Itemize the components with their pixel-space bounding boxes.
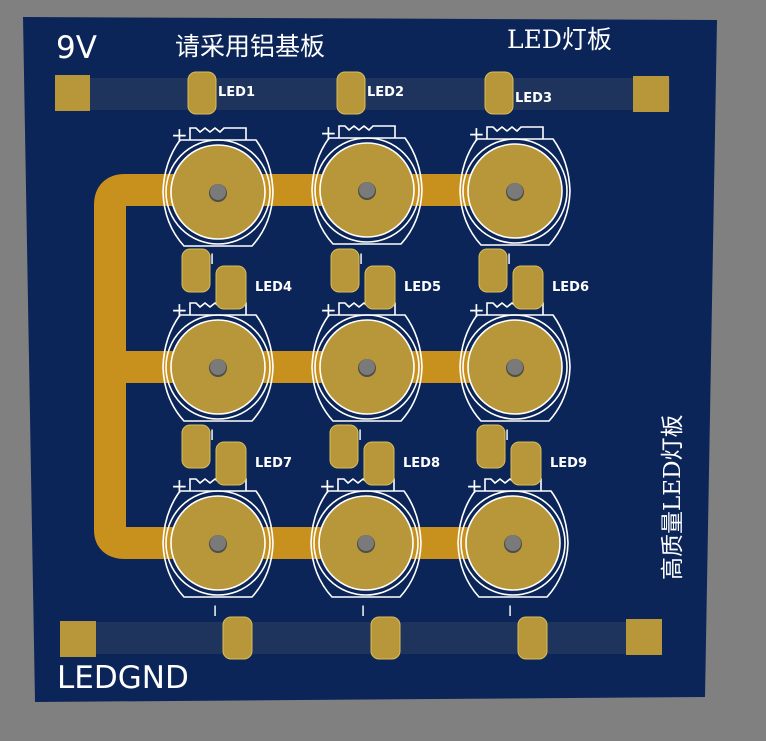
led-cathode-pad[interactable] (370, 616, 401, 660)
cathode-minus-mark: I (210, 252, 214, 268)
silk-ring-inner (170, 319, 266, 415)
led-anode-pad[interactable] (364, 265, 396, 310)
led-anode-pad[interactable] (512, 265, 544, 310)
anode-plus-mark: + (320, 298, 337, 322)
cathode-minus-mark: I (507, 252, 511, 268)
silk-body-outline (457, 490, 569, 598)
anode-plus-mark: + (171, 298, 188, 322)
silk-body-outline (310, 490, 422, 598)
gnd-end-pad-right[interactable] (626, 619, 662, 655)
vcc-end-pad-left[interactable] (55, 75, 90, 111)
cathode-minus-mark: I (505, 428, 509, 444)
anode-plus-mark: + (468, 122, 485, 146)
led-anode-pad[interactable] (215, 441, 247, 486)
led-ref-label: LED7 (255, 456, 292, 471)
led-ref-label: LED6 (552, 280, 589, 295)
silk-body-outline (459, 138, 571, 246)
anode-plus-mark: + (466, 474, 483, 498)
cathode-minus-mark: I (359, 252, 363, 268)
drill-hole (507, 359, 523, 375)
silk-ring-inner (467, 143, 563, 239)
silk-ring-inner (318, 495, 414, 591)
led-ref-label: LED1 (218, 85, 255, 100)
led-anode-pad[interactable] (336, 71, 366, 115)
side-label: 高质量LED灯板 (660, 414, 686, 580)
gnd-rail (60, 622, 662, 654)
anode-plus-mark: + (171, 474, 188, 498)
silk-body-outline (311, 314, 423, 422)
cathode-minus-mark: I (213, 604, 217, 620)
silk-body-outline (311, 137, 423, 245)
led-cathode-pad-prev[interactable] (476, 424, 506, 469)
silk-ring-inner (467, 319, 563, 415)
led-footprint-4[interactable]: + I LED4 (162, 248, 292, 422)
led-footprint-2[interactable]: + LED2 (311, 71, 423, 245)
drill-hole (358, 535, 374, 551)
cathode-minus-mark: I (358, 428, 362, 444)
led-footprints: +LED1+LED2+LED3+ILED4+ILED5+ILED6+ILED7I… (162, 71, 589, 660)
led-ref-label: LED8 (403, 456, 440, 471)
led-anode-pad[interactable] (484, 71, 514, 115)
led-footprint-3[interactable]: + LED3 (459, 71, 571, 246)
silk-ring-inner (170, 144, 266, 240)
silk-anode-tab (338, 124, 396, 138)
led-anode-pad[interactable] (510, 441, 542, 486)
drill-hole (507, 183, 523, 199)
gnd-end-pad-left[interactable] (60, 621, 96, 657)
led-ref-label: LED9 (550, 456, 587, 471)
silk-ring-inner (319, 142, 415, 238)
led-footprint-6[interactable]: + I LED6 (459, 248, 589, 422)
silk-ring-inner (319, 319, 415, 415)
board-title: LED灯板 (507, 25, 612, 54)
led-ref-label: LED4 (255, 280, 292, 295)
anode-plus-mark: + (468, 298, 485, 322)
drill-hole (505, 535, 521, 551)
led-cathode-pad-prev[interactable] (181, 248, 211, 293)
silk-body-outline (459, 314, 571, 422)
vcc-end-pad-right[interactable] (633, 76, 669, 112)
led-cathode-pad-prev[interactable] (330, 248, 360, 293)
drill-hole (359, 182, 375, 198)
led-footprint-1[interactable]: + LED1 (162, 71, 274, 247)
anode-plus-mark: + (320, 121, 337, 145)
anode-plus-mark: + (319, 474, 336, 498)
silk-anode-tab (486, 125, 544, 139)
led-footprint-5[interactable]: + I LED5 (311, 248, 441, 422)
silk-body-outline (162, 139, 274, 247)
cathode-minus-mark: I (361, 604, 365, 620)
silk-ring-inner (465, 495, 561, 591)
led-cathode-pad-prev[interactable] (181, 424, 211, 469)
cathode-minus-mark: I (210, 428, 214, 444)
led-ref-label: LED2 (367, 85, 404, 100)
silk-ring-inner (170, 495, 266, 591)
drill-hole (210, 359, 226, 375)
anode-plus-mark: + (171, 123, 188, 147)
led-cathode-pad-prev[interactable] (478, 248, 508, 293)
led-ref-label: LED5 (404, 280, 441, 295)
led-anode-pad[interactable] (363, 441, 395, 486)
drill-hole (210, 184, 226, 200)
cathode-minus-mark: I (508, 604, 512, 620)
led-cathode-pad[interactable] (222, 616, 253, 660)
drill-hole (210, 535, 226, 551)
power-label: 9V (56, 30, 97, 66)
board-note-aluminum: 请采用铝基板 (175, 32, 325, 61)
led-anode-pad[interactable] (215, 265, 247, 310)
silk-body-outline (162, 490, 274, 598)
drill-hole (359, 359, 375, 375)
silk-body-outline (162, 314, 274, 422)
led-anode-pad[interactable] (187, 71, 217, 115)
led-cathode-pad-prev[interactable] (329, 424, 359, 469)
led-cathode-pad[interactable] (517, 616, 548, 660)
led-ref-label: LED3 (515, 91, 552, 106)
ground-label: LEDGND (57, 660, 189, 696)
silk-anode-tab (189, 126, 247, 140)
